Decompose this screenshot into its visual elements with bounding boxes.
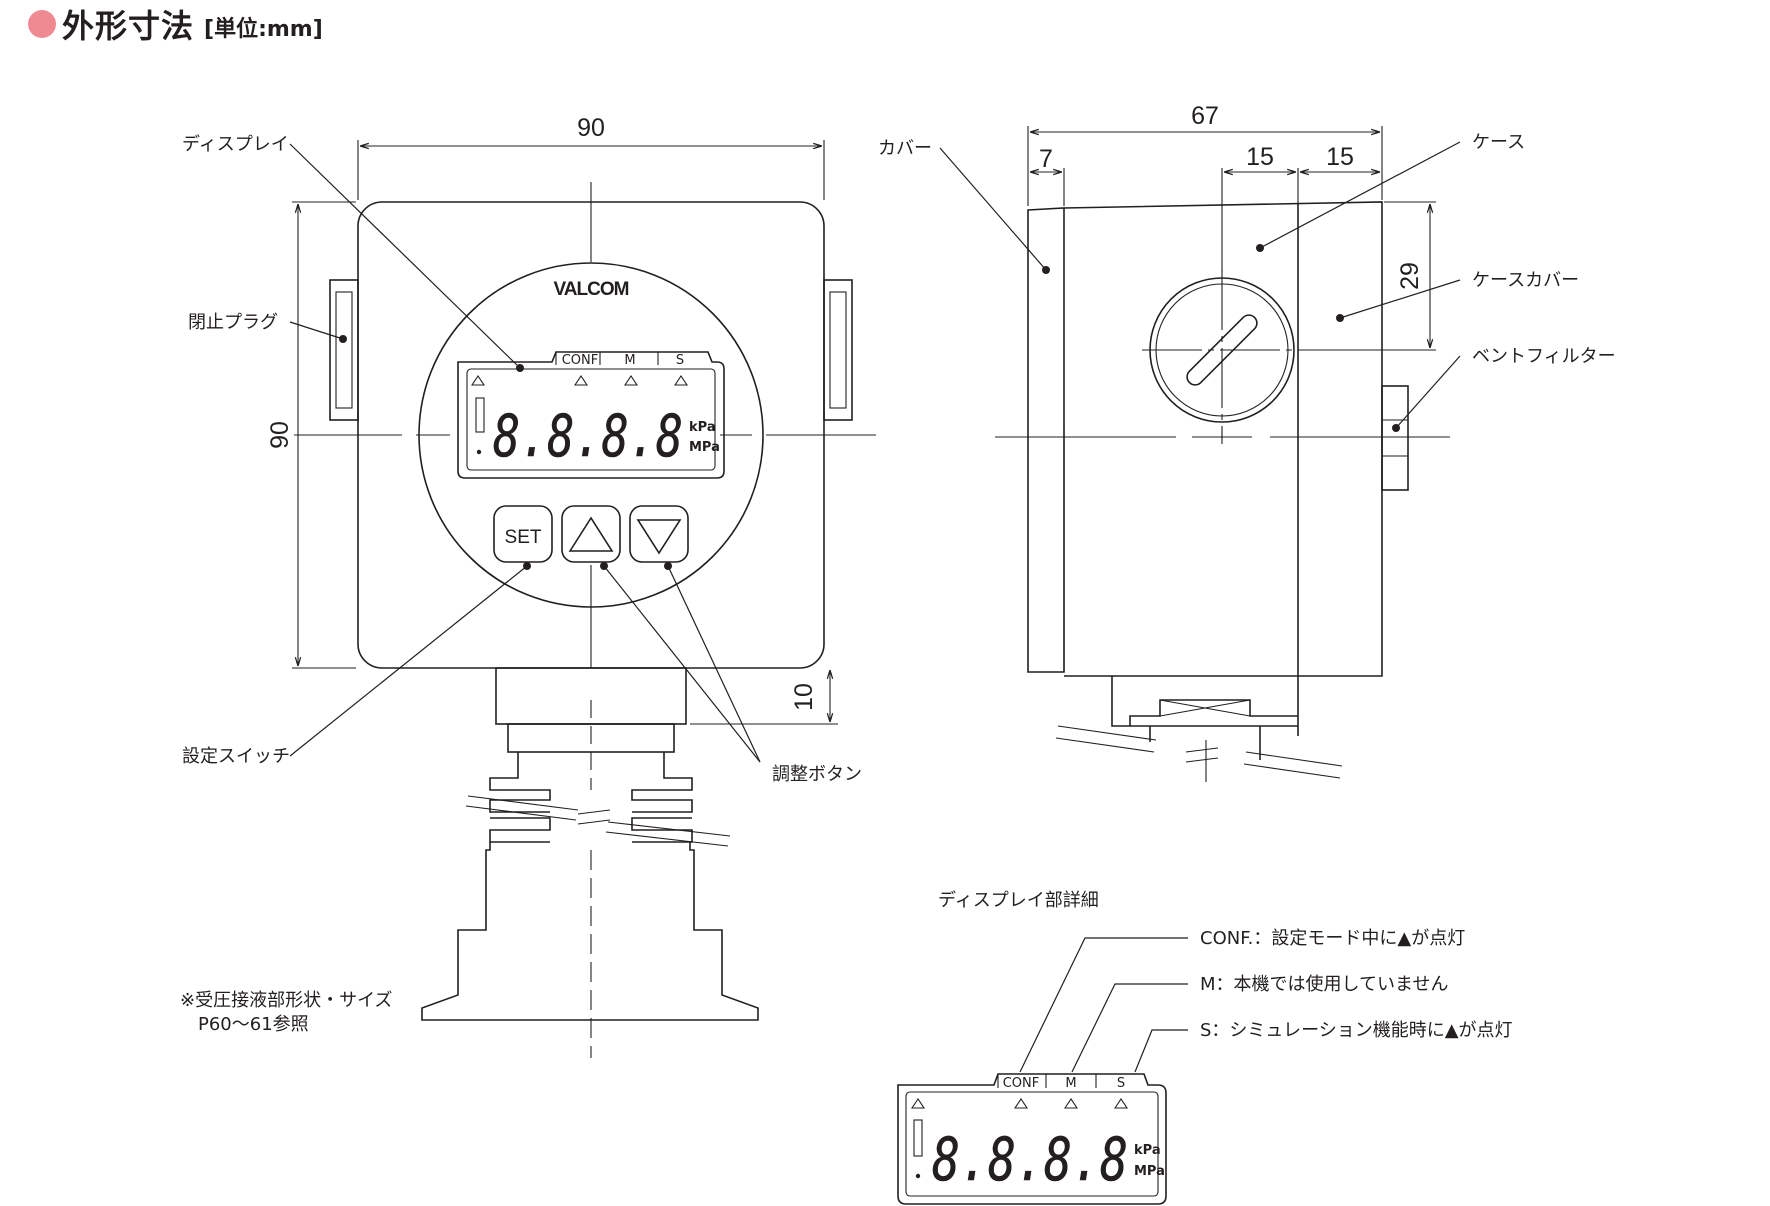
dim-front-height: 90 xyxy=(266,421,294,449)
front-unit-kpa: kPa xyxy=(689,420,716,435)
detail-bar-gauge-icon xyxy=(913,1119,923,1157)
detail-s-triangle-icon xyxy=(1113,1098,1129,1109)
dim-side-cover: 7 xyxy=(1039,145,1053,173)
indicator-triangle-icon xyxy=(470,375,486,386)
display-detail: ディスプレイ部詳細 CONF.：設定モード中に▲が点灯 M：本機では使用していま… xyxy=(897,890,1513,1205)
front-view: VALCOM CONF M S 8.8.8.8 kPa MPa SET xyxy=(180,114,876,1058)
label-case-cover: ケースカバー xyxy=(1472,270,1579,291)
label-set-switch: 設定スイッチ xyxy=(182,746,290,767)
label-plug: 閉止プラグ xyxy=(188,312,278,333)
conf-triangle-icon xyxy=(573,375,589,386)
case-body xyxy=(1063,201,1383,677)
set-button-label: SET xyxy=(505,527,542,548)
dim-side-v: 29 xyxy=(1396,262,1424,290)
front-unit-mpa: MPa xyxy=(689,440,720,455)
label-case: ケース xyxy=(1472,132,1525,153)
front-tab-s: S xyxy=(676,353,684,368)
detail-conf-triangle-icon xyxy=(1013,1098,1029,1109)
detail-conf: CONF.：設定モード中に▲が点灯 xyxy=(1200,928,1465,949)
front-display: CONF M S 8.8.8.8 kPa MPa xyxy=(457,351,725,479)
section-header: 外形寸法 [単位:mm] xyxy=(28,4,323,45)
brand-logo: VALCOM xyxy=(554,279,629,300)
case-cover-slot xyxy=(1186,314,1258,386)
bar-gauge-icon xyxy=(475,397,485,433)
right-plug xyxy=(823,279,853,421)
note-line1: ※受圧接液部形状・サイズ xyxy=(180,990,393,1011)
detail-digits: 8.8.8.8 xyxy=(932,1125,1128,1195)
dim-front-width: 90 xyxy=(577,114,605,142)
dim-side-a: 15 xyxy=(1246,143,1274,171)
front-tab-conf: CONF xyxy=(562,353,599,368)
note-line2: P60～61参照 xyxy=(198,1014,309,1035)
front-digits: 8.8.8.8 xyxy=(493,402,683,470)
vent-filter xyxy=(1381,385,1409,491)
side-view: 67 7 15 15 29 カバー ケース ケースカバー ベントフィルター xyxy=(878,102,1616,782)
label-cover: カバー xyxy=(878,138,932,159)
bullet-dot-icon xyxy=(28,10,56,38)
down-triangle-icon xyxy=(636,519,682,555)
detail-indicator-icon xyxy=(910,1098,926,1109)
label-vent: ベントフィルター xyxy=(1472,346,1616,367)
unit-label: [単位:mm] xyxy=(204,17,323,42)
detail-m-triangle-icon xyxy=(1063,1098,1079,1109)
front-tab-m: M xyxy=(624,353,635,368)
dim-side-b: 15 xyxy=(1326,143,1354,171)
up-button[interactable] xyxy=(561,505,621,563)
detail-unit-mpa: MPa xyxy=(1134,1164,1165,1179)
dim-side-total: 67 xyxy=(1191,102,1219,130)
m-triangle-icon xyxy=(623,375,639,386)
label-display: ディスプレイ xyxy=(182,134,289,155)
detail-unit-kpa: kPa xyxy=(1134,1143,1161,1158)
down-button[interactable] xyxy=(629,505,689,563)
section-title: 外形寸法 xyxy=(62,7,195,45)
s-triangle-icon xyxy=(673,375,689,386)
label-adjust: 調整ボタン xyxy=(772,764,862,785)
detail-title: ディスプレイ部詳細 xyxy=(938,890,1099,911)
up-triangle-icon xyxy=(568,516,614,552)
detail-display-frame xyxy=(897,1073,1167,1205)
front-face-circle xyxy=(418,262,764,608)
set-button[interactable]: SET xyxy=(493,505,553,563)
left-plug xyxy=(329,279,359,421)
detail-tab-conf: CONF xyxy=(1003,1076,1040,1091)
detail-m: M：本機では使用していません xyxy=(1200,974,1448,995)
cover-part xyxy=(1027,207,1065,673)
detail-tab-m: M xyxy=(1065,1076,1076,1091)
detail-s: S：シミュレーション機能時に▲が点灯 xyxy=(1200,1020,1513,1041)
dim-front-bottom: 10 xyxy=(790,683,818,711)
process-fitting xyxy=(421,842,759,1021)
detail-tab-s: S xyxy=(1117,1076,1125,1091)
